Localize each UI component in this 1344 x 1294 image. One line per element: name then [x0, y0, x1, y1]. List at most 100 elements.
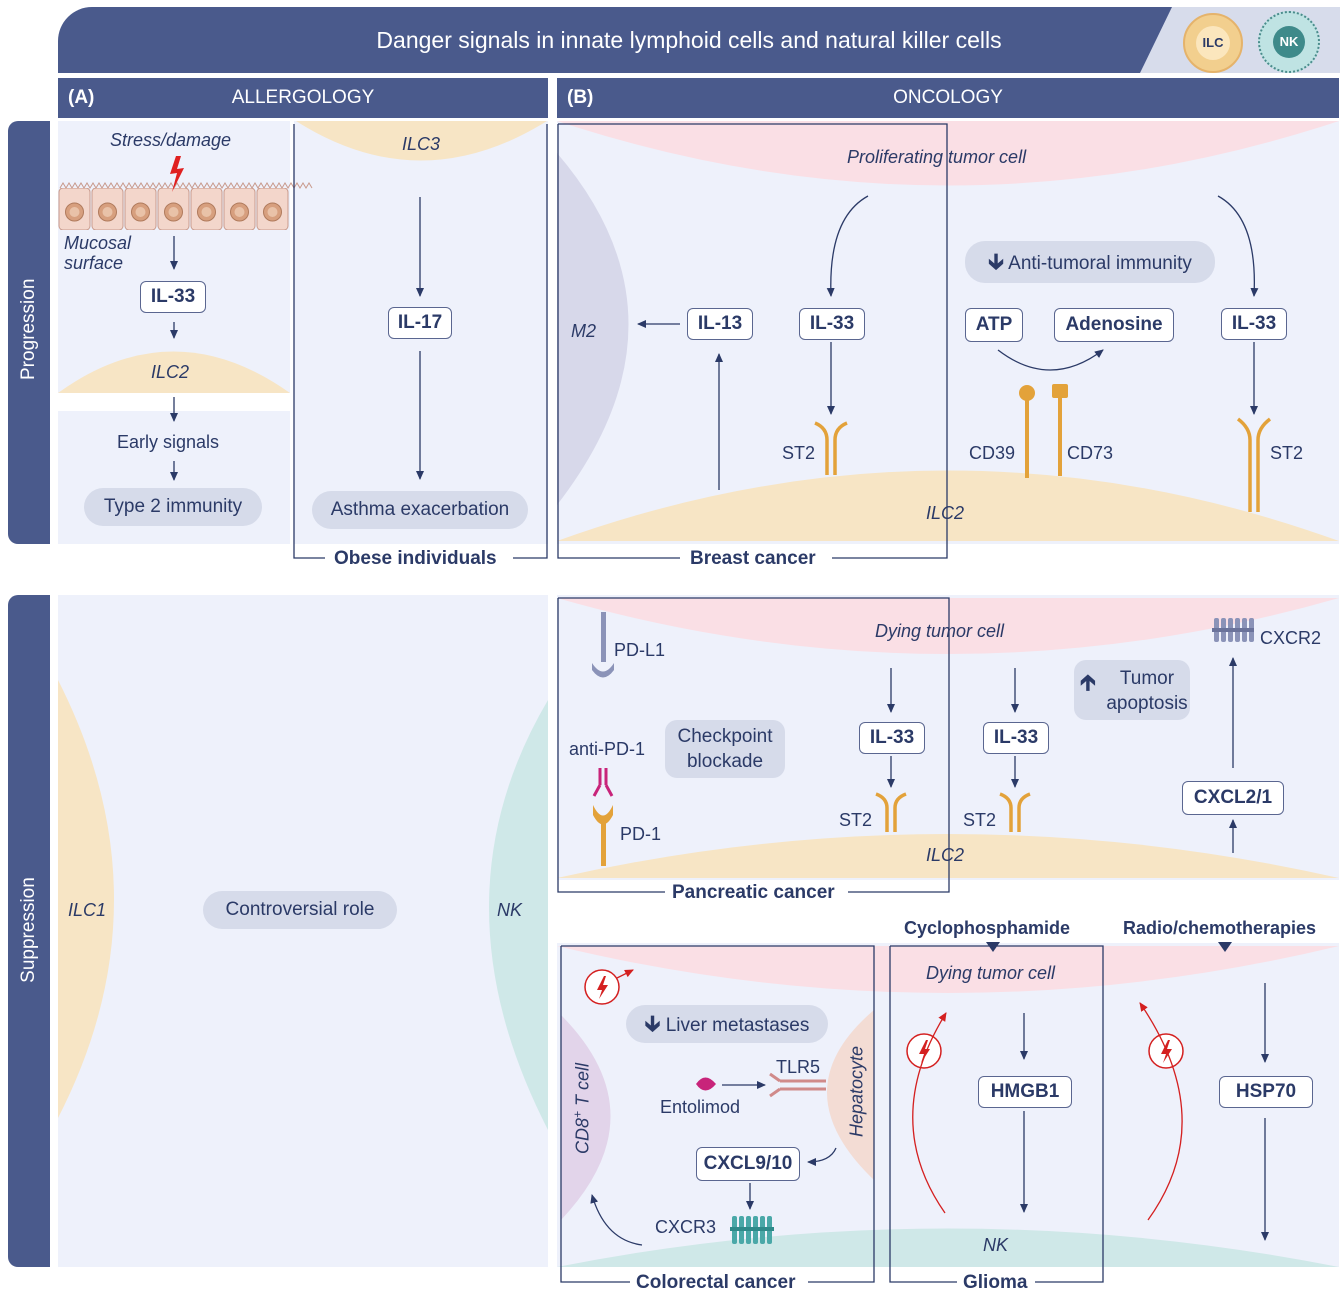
cd8-superscript: +	[570, 1111, 585, 1119]
liver-metastases-pill: 🡳 Liver metastases	[626, 1005, 828, 1043]
cxcr2-label: CXCR2	[1260, 628, 1322, 648]
down-arrow-icon: 🡳	[988, 249, 1004, 274]
ilc2-cell-b	[557, 470, 1339, 541]
cd39-icon	[1019, 385, 1035, 401]
ilc3-cell	[296, 121, 547, 161]
ilc-icon-label: ILC	[1196, 26, 1230, 60]
panel-b-title: ONCOLOGY	[893, 87, 1003, 108]
il13-box: IL-13	[687, 308, 753, 340]
m2-label: M2	[571, 321, 597, 341]
cxcr3-label: CXCR3	[655, 1217, 717, 1237]
proliferating-tumor-label: Proliferating tumor cell	[847, 147, 1027, 167]
nk-cell-lower	[557, 1228, 1339, 1267]
tumor-apoptosis-label: Tumor apoptosis	[1106, 668, 1188, 714]
type2-immunity-pill: Type 2 immunity	[84, 488, 262, 526]
anti-pd1-antibody-icon	[592, 768, 614, 797]
dying-tumor-label-lower: Dying tumor cell	[926, 963, 1056, 983]
stress-damage-label: Stress/damage	[110, 130, 232, 150]
st2-receptor-icon	[814, 421, 848, 475]
entolimod-icon	[696, 1077, 716, 1091]
anti-tumoral-immunity-label: Anti-tumoral immunity	[1008, 253, 1192, 274]
cxcr2-receptor-icon	[1212, 618, 1254, 642]
m2-cell	[557, 153, 629, 505]
mucosal-cells	[58, 188, 289, 230]
cd8-t-cell-label: CD8+ T cell	[571, 1054, 594, 1164]
cd73-icon	[1052, 384, 1068, 398]
anti-pd1-label: anti-PD-1	[569, 739, 646, 759]
anti-tumoral-immunity-pill: 🡳 Anti-tumoral immunity	[965, 241, 1215, 283]
panel-a-label: (A)	[68, 87, 95, 108]
tlr5-label: TLR5	[776, 1057, 821, 1077]
danger-signal-icon	[1148, 1033, 1184, 1069]
hepatocyte-cell	[827, 1010, 874, 1180]
ilc1-cell	[58, 680, 114, 1118]
t-cell-label: T cell	[572, 1062, 593, 1111]
glioma-title: Glioma	[957, 1272, 1034, 1294]
ilc-icon: ILC	[1183, 13, 1243, 73]
panel-a-title: ALLERGOLOGY	[231, 87, 375, 108]
breast-cancer-title: Breast cancer	[684, 548, 822, 570]
cyclophosphamide-label: Cyclophosphamide	[904, 918, 1071, 938]
checkpoint-blockade-pill: Checkpoint blockade	[665, 720, 785, 778]
asthma-exacerbation-pill: Asthma exacerbation	[312, 491, 528, 529]
ilc2-cell-pancreatic	[557, 834, 1339, 878]
pancreatic-cancer-title: Pancreatic cancer	[666, 882, 841, 904]
danger-signal-icon	[906, 1033, 942, 1069]
controversial-role-pill: Controversial role	[203, 891, 397, 929]
cd8-t-cell	[561, 1015, 611, 1220]
st2-receptor-icon	[1236, 417, 1272, 512]
ilc1-label: ILC1	[68, 900, 107, 920]
pdl1-icon	[592, 612, 614, 678]
adenosine-box: Adenosine	[1054, 308, 1174, 342]
atp-box: ATP	[965, 308, 1023, 342]
cxcr3-receptor-icon	[730, 1216, 774, 1244]
suppression-sidebar: Suppression	[8, 595, 50, 1267]
proliferating-tumor-cell	[557, 121, 1339, 186]
dying-tumor-label-pancreatic: Dying tumor cell	[875, 621, 1005, 641]
il33-box-a: IL-33	[140, 281, 206, 313]
il33-box-pancreatic-right: IL-33	[983, 722, 1049, 754]
ilc2-cell-a	[58, 351, 290, 393]
il33-box-pancreatic: IL-33	[859, 722, 925, 754]
tlr5-receptor-icon	[769, 1072, 826, 1098]
cxcl910-box: CXCL9/10	[696, 1147, 800, 1181]
il17-box: IL-17	[388, 307, 452, 339]
up-arrow-icon: 🡱	[1080, 670, 1096, 695]
st2-receptor-icon	[999, 792, 1031, 832]
nk-label-lower: NK	[983, 1235, 1009, 1255]
dying-tumor-cell-lower	[557, 946, 1339, 993]
liver-metastases-label: Liver metastases	[665, 1015, 810, 1036]
hepatocyte-label: Hepatocyte	[846, 1045, 867, 1138]
nk-icon-label: NK	[1273, 26, 1305, 58]
st2-label-pancreatic: ST2	[839, 810, 873, 830]
nk-label-left: NK	[497, 900, 523, 920]
cd8-label: CD8	[572, 1118, 593, 1155]
title-bar	[58, 7, 1340, 73]
down-arrow-icon: 🡳	[644, 1011, 661, 1036]
il33-box-breast-right: IL-33	[1221, 308, 1287, 340]
ilc3-label: ILC3	[402, 134, 441, 154]
dying-tumor-cell-pancreatic	[557, 598, 1339, 654]
ilc2-label-a: ILC2	[151, 362, 190, 382]
tumor-apoptosis-pill: 🡱 Tumor apoptosis	[1074, 660, 1190, 720]
cd39-label: CD39	[969, 443, 1016, 463]
entolimod-label: Entolimod	[660, 1097, 741, 1117]
progression-sidebar: Progression	[8, 121, 50, 544]
panel-b-label: (B)	[567, 87, 594, 108]
pd1-icon	[593, 805, 613, 866]
panel-b-header: (B) ONCOLOGY	[557, 78, 1339, 118]
ilc2-label-b: ILC2	[926, 503, 965, 523]
ilc2-label-pancreatic: ILC2	[926, 845, 965, 865]
hmgb1-box: HMGB1	[978, 1076, 1072, 1108]
radio-chemotherapies-label: Radio/chemotherapies	[1123, 918, 1317, 938]
colorectal-cancer-title: Colorectal cancer	[630, 1272, 802, 1294]
early-signals-label: Early signals	[117, 432, 220, 452]
st2-receptor-icon	[875, 792, 907, 832]
cd73-label: CD73	[1067, 443, 1114, 463]
il33-box-breast: IL-33	[799, 308, 865, 340]
panel-suppression-left	[58, 595, 548, 1267]
pd1-label: PD-1	[620, 824, 662, 844]
mucosal-surface-label: Mucosal surface	[64, 233, 132, 273]
obese-individuals-title: Obese individuals	[328, 548, 503, 570]
